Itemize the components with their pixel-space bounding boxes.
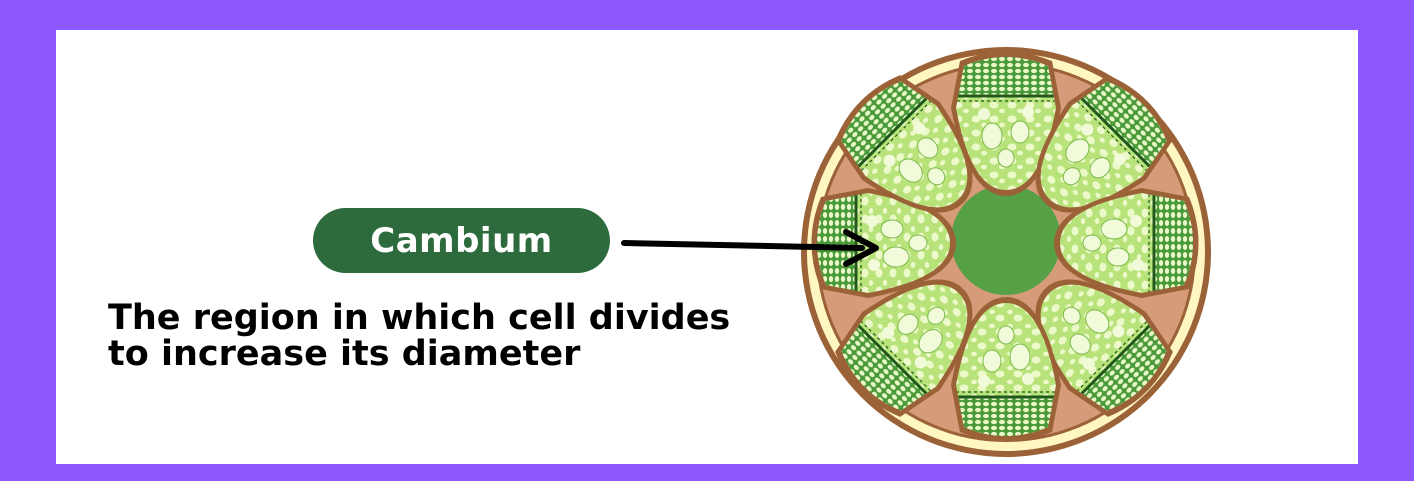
cambium-label-text: Cambium bbox=[370, 220, 553, 261]
description-line-1: The region in which cell divides bbox=[108, 298, 731, 338]
cambium-label: Cambium bbox=[313, 208, 610, 273]
arrow-right-icon bbox=[621, 229, 879, 267]
description-line-2: to increase its diameter bbox=[108, 334, 581, 374]
cambium-description: The region in which cell divides to incr… bbox=[108, 300, 798, 372]
pith bbox=[951, 185, 1061, 295]
